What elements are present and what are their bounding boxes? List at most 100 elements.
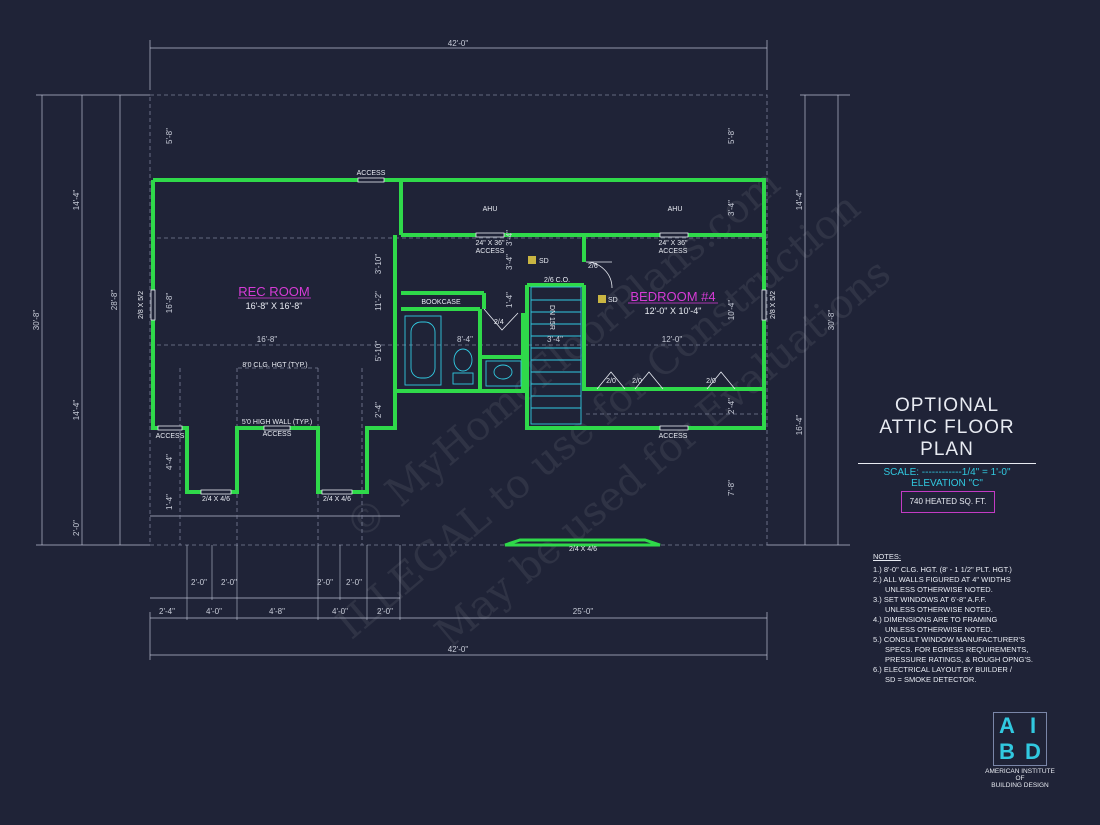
closet-door-label: 2/0 <box>632 378 642 385</box>
dimension-lines <box>36 40 850 660</box>
svg-text:3'-4": 3'-4" <box>505 254 514 270</box>
stairs <box>530 286 582 425</box>
right-dim: 16'-4" <box>795 415 804 436</box>
logo-mark: A I B D <box>993 712 1047 766</box>
note-line: 4.) DIMENSIONS ARE TO FRAMING <box>873 615 998 624</box>
plan-labels: ACCESS AHU AHU 24" X 36" ACCESS 24" X 36… <box>138 170 777 553</box>
note-line: 6.) ELECTRICAL LAYOUT BY BUILDER / <box>873 665 1012 674</box>
svg-text:1'-4": 1'-4" <box>165 494 174 510</box>
window-label: 2/8 X 5/2 <box>770 291 777 319</box>
access-size-label: 24" X 36" <box>658 240 688 247</box>
door-label: 2/6 C.O. <box>544 277 570 284</box>
svg-text:2'-0": 2'-0" <box>346 578 362 587</box>
svg-text:25'-0": 25'-0" <box>573 607 594 616</box>
sd-label: SD <box>539 258 549 265</box>
heated-sqft-box: 740 HEATED SQ. FT. <box>901 491 995 513</box>
toilet <box>453 348 473 372</box>
svg-text:3'-4": 3'-4" <box>547 335 563 344</box>
svg-text:1'-4": 1'-4" <box>505 292 514 308</box>
access-size-label: 24" X 36" <box>475 240 505 247</box>
window-label: 2/4 X 4/6 <box>202 496 230 503</box>
note-line: SPECS. FOR EGRESS REQUIREMENTS, <box>885 645 1029 654</box>
note-line: PRESSURE RATINGS, & ROUGH OPNG'S. <box>885 655 1033 664</box>
rec-room-name: REC ROOM <box>238 284 310 299</box>
svg-text:3'-4": 3'-4" <box>505 230 514 246</box>
notes-title: NOTES: <box>873 552 901 561</box>
smoke-detector-icon <box>598 295 606 303</box>
svg-text:2'-4": 2'-4" <box>159 607 175 616</box>
svg-text:5'-8": 5'-8" <box>165 128 174 144</box>
right-overall-dim: 30'-8" <box>827 310 836 331</box>
closet-door-label: 2/0 <box>606 378 616 385</box>
drawing-title-line-1: OPTIONAL <box>894 395 1000 416</box>
svg-text:11'-2": 11'-2" <box>374 291 383 311</box>
bottom-dim-ticks <box>186 545 401 620</box>
svg-text:5'-8": 5'-8" <box>727 128 736 144</box>
svg-text:12'-0": 12'-0" <box>662 335 683 344</box>
title-underline <box>858 463 1036 464</box>
logo-name-line: OF <box>1015 775 1025 782</box>
note-line: 5.) CONSULT WINDOW MANUFACTURER'S <box>873 635 1025 644</box>
logo-letter: A <box>999 713 1015 738</box>
note-line: 2.) ALL WALLS FIGURED AT 4" WIDTHS <box>873 575 1011 584</box>
svg-text:10'-4": 10'-4" <box>727 300 736 321</box>
logo-letter: I <box>1029 713 1037 738</box>
svg-text:5'-10": 5'-10" <box>374 341 383 362</box>
top-overall-dim: 42'-0" <box>448 39 469 48</box>
ceiling-height-label: 8'0 CLG. HGT (TYP.) <box>242 362 307 369</box>
window-label: 2/4 X 4/6 <box>569 546 597 553</box>
rec-room-size: 16'-8" X 16'-8" <box>246 301 303 311</box>
bookcase-label: BOOKCASE <box>421 299 461 306</box>
access-label: ACCESS <box>659 433 688 440</box>
note-line: SD = SMOKE DETECTOR. <box>885 675 977 684</box>
note-line: 1.) 8'-0" CLG. HGT. (8' - 1 1/2" PLT. HG… <box>873 565 1012 574</box>
bedroom-size: 12'-0" X 10'-4" <box>645 306 702 316</box>
sd-label: SD <box>608 297 618 304</box>
svg-text:2'-0": 2'-0" <box>377 607 393 616</box>
bottom-overall-dim: 42'-0" <box>448 645 469 654</box>
bathtub <box>404 315 442 386</box>
high-wall-label: 5'0 HIGH WALL (TYP.) <box>242 419 312 426</box>
elevation-label: ELEVATION "C" <box>911 478 983 489</box>
right-dim: 14'-4" <box>795 190 804 211</box>
window-label: 2/4 X 4/6 <box>323 496 351 503</box>
vanity-sink <box>485 360 522 387</box>
closet-door-label: 2/0 <box>706 378 716 385</box>
door-label: 2/6 <box>588 263 598 270</box>
svg-text:7'-8": 7'-8" <box>727 480 736 496</box>
svg-text:4'-8": 4'-8" <box>269 607 285 616</box>
logo-letter: B <box>999 739 1015 764</box>
logo-letter: D <box>1025 739 1041 764</box>
left-dim: 2'-0" <box>72 520 81 536</box>
fixtures <box>404 286 582 425</box>
svg-text:16'-8": 16'-8" <box>257 335 278 344</box>
access-label: ACCESS <box>476 248 505 255</box>
dimension-texts: 42'-0" 42'-0" 30'-8" 30'-8" 14'-4" 28'-8… <box>32 39 836 654</box>
svg-text:2'-0": 2'-0" <box>191 578 207 587</box>
note-line: UNLESS OTHERWISE NOTED. <box>885 625 993 634</box>
logo-name-line: AMERICAN INSTITUTE <box>985 768 1055 775</box>
ahu-label: AHU <box>483 206 498 213</box>
drawing-title-line-2: ATTIC FLOOR PLAN <box>879 417 1015 460</box>
left-dim: 14'-4" <box>72 190 81 211</box>
svg-text:2'-0": 2'-0" <box>221 578 237 587</box>
access-label: ACCESS <box>357 170 386 177</box>
svg-text:2'-0": 2'-0" <box>317 578 333 587</box>
aibd-logo: A I B D AMERICAN INSTITUTE OF BUILDING D… <box>982 712 1058 789</box>
window-label: 2/8 X 5/2 <box>138 291 145 319</box>
svg-text:2'-4": 2'-4" <box>374 402 383 418</box>
svg-text:4'-4": 4'-4" <box>165 454 174 470</box>
ahu-label: AHU <box>668 206 683 213</box>
svg-text:8'-4": 8'-4" <box>457 335 473 344</box>
svg-text:3'-10": 3'-10" <box>374 254 383 275</box>
left-dim: 28'-8" <box>110 290 119 311</box>
left-overall-dim: 30'-8" <box>32 310 41 331</box>
bedroom-name: BEDROOM #4 <box>630 289 715 304</box>
svg-text:3'-4": 3'-4" <box>727 200 736 216</box>
notes-block: NOTES: 1.) 8'-0" CLG. HGT. (8' - 1 1/2" … <box>873 552 1073 685</box>
left-dim: 14'-4" <box>72 400 81 421</box>
logo-name-line: BUILDING DESIGN <box>991 782 1049 789</box>
smoke-detector-icon <box>528 256 536 264</box>
svg-text:2'-4": 2'-4" <box>727 398 736 414</box>
